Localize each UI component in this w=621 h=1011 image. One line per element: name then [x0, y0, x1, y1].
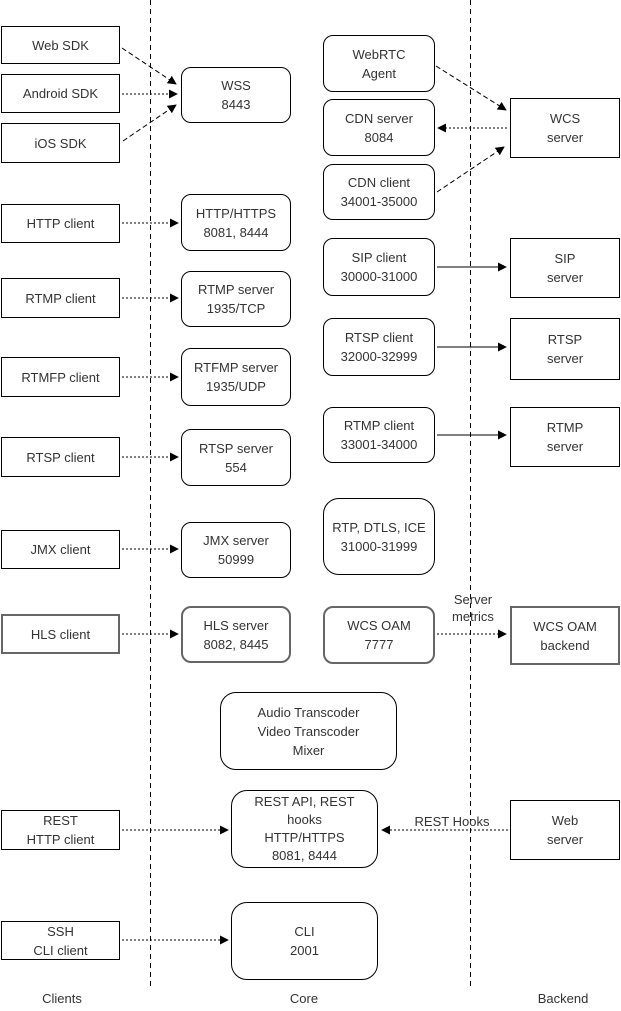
node-sip-client: SIP client 30000-31000: [323, 238, 435, 296]
node-jmx-client: JMX client: [1, 530, 120, 569]
edge-web-sdk-to-wss: [121, 47, 177, 85]
node-rtsp-client: RTSP client: [1, 437, 120, 477]
edge-cdn-client-to-wcs-server: [436, 146, 505, 193]
edge-label-server-metrics: Server metrics: [452, 592, 494, 624]
node-wcs-server: WCS server: [510, 98, 620, 158]
column-label-backend: Backend: [537, 991, 589, 1006]
node-webrtc-agent: WebRTC Agent: [323, 35, 435, 92]
node-sip-server: SIP server: [510, 238, 620, 298]
column-label-clients: Clients: [42, 991, 82, 1006]
node-rest-http-client: REST HTTP client: [1, 810, 120, 850]
node-rtsp-client-core: RTSP client 32000-32999: [323, 318, 435, 376]
node-rest-api: REST API, REST hooks HTTP/HTTPS 8081, 84…: [231, 790, 378, 868]
node-wcs-oam-backend: WCS OAM backend: [510, 606, 620, 665]
node-cdn-server: CDN server 8084: [323, 99, 435, 156]
node-http-client: HTTP client: [1, 204, 120, 243]
node-rtsp-server-backend: RTSP server: [510, 318, 620, 380]
edge-label-rest-hooks: REST Hooks: [414, 814, 490, 829]
node-http-https: HTTP/HTTPS 8081, 8444: [181, 194, 291, 251]
node-cli: CLI 2001: [231, 902, 378, 980]
edge-ios-sdk-to-wss: [122, 104, 177, 142]
node-rtsp-server-core: RTSP server 554: [181, 429, 291, 486]
node-ssh-cli-client: SSH CLI client: [1, 921, 120, 960]
node-rtp-dtls-ice: RTP, DTLS, ICE 31000-31999: [323, 498, 435, 575]
node-android-sdk: Android SDK: [1, 74, 120, 113]
node-rtmfp-client: RTMFP client: [1, 357, 120, 397]
node-transcoder: Audio Transcoder Video Transcoder Mixer: [220, 692, 397, 770]
node-jmx-server: JMX server 50999: [181, 522, 291, 578]
node-web-server: Web server: [510, 800, 620, 860]
node-rtmp-server-backend: RTMP server: [510, 407, 620, 467]
column-label-core: Core: [289, 991, 319, 1006]
node-hls-server: HLS server 8082, 8445: [181, 606, 291, 663]
node-rtmp-server-core: RTMP server 1935/TCP: [181, 271, 291, 327]
node-hls-client: HLS client: [1, 614, 120, 654]
node-rtfmp-server: RTFMP server 1935/UDP: [181, 348, 291, 406]
node-rtmp-client: RTMP client: [1, 278, 120, 318]
node-web-sdk: Web SDK: [1, 26, 120, 64]
node-ios-sdk: iOS SDK: [1, 123, 120, 163]
node-wcs-oam: WCS OAM 7777: [323, 606, 435, 664]
edge-webrtc-agent-to-wcs-server: [435, 65, 507, 111]
node-rtmp-client-core: RTMP client 33001-34000: [323, 407, 435, 463]
node-cdn-client: CDN client 34001-35000: [323, 164, 435, 220]
node-wss: WSS 8443: [181, 67, 291, 123]
